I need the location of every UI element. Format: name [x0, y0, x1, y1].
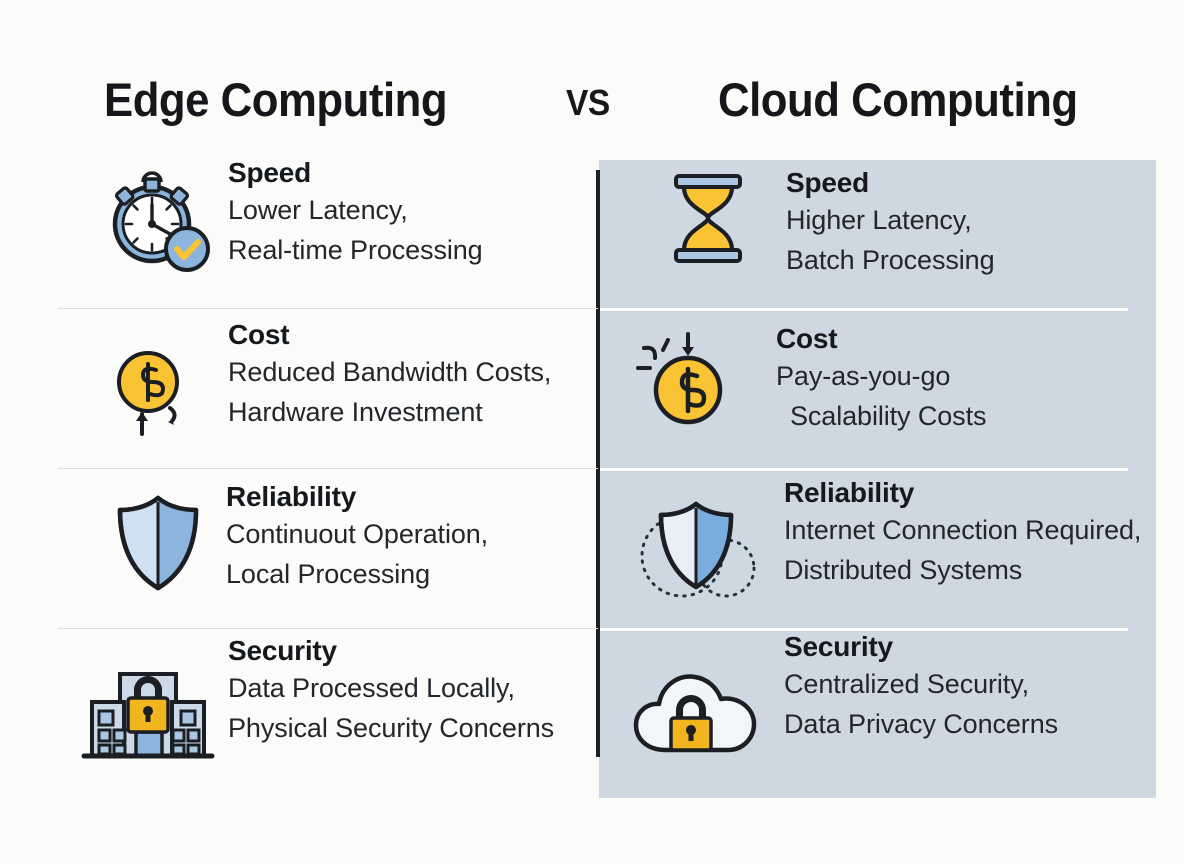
feature-line: Data Processed Locally, — [228, 673, 515, 703]
coin-dollar-up-arrow-icon — [98, 334, 210, 446]
feature-line: Reduced Bandwidth Costs, — [228, 357, 552, 387]
feature-line: Real-time Processing — [228, 235, 483, 265]
row-speed-cloud-text: Speed Higher Latency, Batch Processing — [786, 166, 995, 280]
coin-dollar-down-arrow-icon — [630, 328, 742, 440]
feature-line: Distributed Systems — [784, 555, 1023, 585]
feature-line: Internet Connection Required, — [784, 515, 1142, 545]
row-speed-edge-cell: Speed Lower Latency, Real-time Processin… — [60, 150, 596, 308]
row-separator-right — [600, 468, 1128, 471]
comparison-row-speed: Speed Lower Latency, Real-time Processin… — [0, 150, 1184, 308]
row-separator-left — [58, 308, 598, 309]
row-separator-right — [600, 308, 1128, 311]
building-lock-icon — [80, 654, 216, 772]
row-security-edge-text: Security Data Processed Locally, Physica… — [228, 634, 554, 748]
comparison-row-reliability: Reliability Continuout Operation, Local … — [0, 468, 1184, 628]
row-speed-edge-text: Speed Lower Latency, Real-time Processin… — [228, 156, 483, 270]
vs-label: VS — [566, 82, 610, 123]
feature-line: Centralized Security, — [784, 669, 1030, 699]
feature-title: Speed — [786, 167, 870, 198]
shield-network-icon — [634, 492, 764, 604]
feature-line: Local Processing — [226, 559, 431, 589]
row-speed-cloud-cell: Speed Higher Latency, Batch Processing — [612, 150, 1172, 308]
feature-title: Cost — [228, 319, 290, 350]
page-title-cloud-computing: Cloud Computing — [718, 73, 1078, 126]
feature-line: Continuout Operation, — [226, 519, 489, 549]
cloud-lock-icon — [628, 658, 768, 768]
row-separator-right — [600, 628, 1128, 631]
comparison-row-security: Security Data Processed Locally, Physica… — [0, 628, 1184, 793]
feature-title: Reliability — [784, 477, 915, 508]
feature-title: Security — [228, 635, 337, 666]
stopwatch-icon — [102, 164, 214, 276]
header: Edge Computing VS Cloud Computing — [0, 72, 1184, 142]
feature-line: Pay-as-you-go — [776, 361, 951, 391]
row-separator-left — [58, 468, 598, 469]
row-cost-cloud-text: Cost Pay-as-you-go Scalability Costs — [776, 322, 986, 436]
row-security-cloud-cell: Security Centralized Security, Data Priv… — [612, 628, 1172, 793]
comparison-row-cost: Cost Reduced Bandwidth Costs, Hardware I… — [0, 308, 1184, 468]
feature-line: Data Privacy Concerns — [784, 709, 1059, 739]
column-divider — [596, 170, 600, 757]
row-reliability-cloud-cell: Reliability Internet Connection Required… — [612, 468, 1172, 628]
feature-title: Reliability — [226, 481, 357, 512]
feature-line: Higher Latency, — [786, 205, 972, 235]
row-cost-edge-text: Cost Reduced Bandwidth Costs, Hardware I… — [228, 318, 551, 432]
row-security-cloud-text: Security Centralized Security, Data Priv… — [784, 630, 1058, 744]
feature-title: Speed — [228, 157, 312, 188]
row-reliability-edge-cell: Reliability Continuout Operation, Local … — [60, 468, 596, 628]
feature-line: Physical Security Concerns — [228, 713, 555, 743]
feature-line: Lower Latency, — [228, 195, 408, 225]
feature-title: Cost — [776, 323, 838, 354]
feature-line: Batch Processing — [786, 245, 995, 275]
hourglass-icon — [652, 162, 764, 274]
row-cost-cloud-cell: Cost Pay-as-you-go Scalability Costs — [612, 308, 1172, 468]
feature-title: Security — [784, 631, 893, 662]
row-cost-edge-cell: Cost Reduced Bandwidth Costs, Hardware I… — [60, 308, 596, 468]
row-separator-left — [58, 628, 598, 629]
row-security-edge-cell: Security Data Processed Locally, Physica… — [60, 628, 596, 793]
shield-icon — [102, 488, 214, 600]
feature-line: Hardware Investment — [228, 397, 483, 427]
row-reliability-cloud-text: Reliability Internet Connection Required… — [784, 476, 1141, 590]
feature-line: Scalability Costs — [790, 401, 987, 431]
row-reliability-edge-text: Reliability Continuout Operation, Local … — [226, 480, 488, 594]
page-title-edge-computing: Edge Computing — [104, 73, 448, 126]
